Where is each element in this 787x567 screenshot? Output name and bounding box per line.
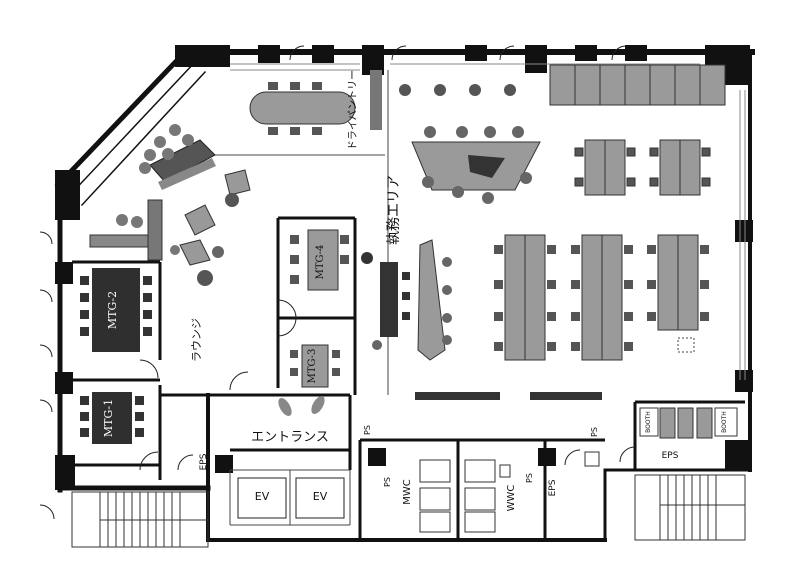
counter-bar-1 xyxy=(415,392,500,400)
mtg4-label: MTG-4 xyxy=(315,245,326,280)
booth-left-label: BOOTH xyxy=(645,411,652,433)
ps-label-b: PS xyxy=(383,477,392,487)
dark-table-center xyxy=(361,252,410,350)
booth-right-label: BOOTH xyxy=(721,411,728,433)
stairs-right xyxy=(634,474,746,541)
mtg3-label: MTG-3 xyxy=(307,349,318,384)
interior-walls xyxy=(72,216,745,540)
ps-label-d: PS xyxy=(590,427,599,437)
dashed-box xyxy=(677,337,695,353)
mtg1-room xyxy=(80,392,144,444)
elevator-cars xyxy=(237,477,345,519)
booth-furniture xyxy=(639,407,738,439)
window-counter xyxy=(399,64,726,106)
mwc-label: MWC xyxy=(402,479,413,505)
window-bands xyxy=(230,63,746,380)
ps-label-a: PS xyxy=(363,425,372,435)
mtg3-room xyxy=(290,344,340,388)
counter-bar-2 xyxy=(530,392,602,400)
eps-left-label: EPS xyxy=(199,453,209,470)
ps-label-c: PS xyxy=(525,473,534,483)
lounge-furniture xyxy=(89,124,251,286)
entrance-label: エントランス xyxy=(251,430,329,445)
mtg4-room xyxy=(290,229,349,291)
stairs-left xyxy=(71,491,209,548)
mtg2-room xyxy=(80,268,152,352)
ev2-label: EV xyxy=(313,490,328,503)
work-area-label: 執務エリア xyxy=(386,175,402,245)
lobby-planters xyxy=(278,395,325,417)
trapezoid-table xyxy=(411,126,541,204)
eps-mid-label: EPS xyxy=(548,479,558,496)
desk-chairs xyxy=(494,245,709,351)
ev1-label: EV xyxy=(255,490,270,503)
dry-pantry-label: ドライパントリー xyxy=(347,70,359,150)
door-swings xyxy=(39,45,636,520)
lounge-label: ラウンジ xyxy=(190,318,203,362)
desk-islands xyxy=(504,234,699,361)
eps-right-label: EPS xyxy=(662,451,679,461)
curved-bench xyxy=(417,239,452,361)
mtg2-label: MTG-2 xyxy=(106,291,119,329)
structural-columns xyxy=(55,45,753,490)
pantry-table xyxy=(249,70,382,135)
thin-partitions xyxy=(215,70,389,526)
wwc-label: WWC xyxy=(506,485,517,512)
wc-fixtures xyxy=(419,451,600,533)
mtg1-label: MTG-1 xyxy=(102,399,115,437)
desk-cluster-top xyxy=(574,139,711,196)
